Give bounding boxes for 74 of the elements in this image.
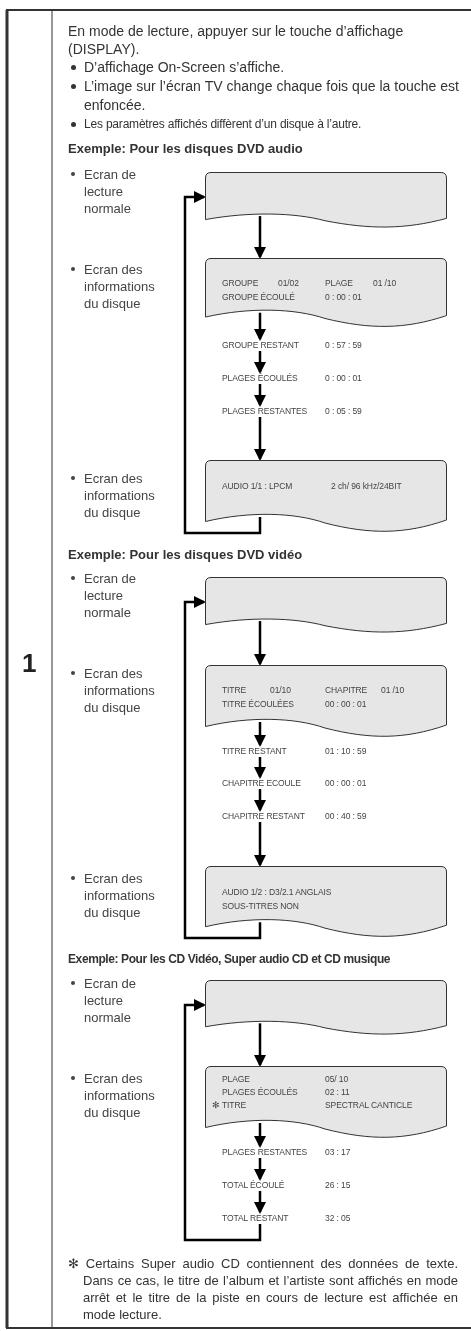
status-label: PLAGES RESTANTES: [222, 1147, 308, 1157]
screen-text: ✻ TITRE: [212, 1100, 247, 1110]
screen-caption: Ecran des informations du disque: [84, 1070, 156, 1121]
arrow: [254, 1191, 266, 1214]
status-label: TOTAL ÉCOULÉ: [222, 1180, 285, 1190]
time-value: 0 : 00 : 01: [325, 373, 362, 383]
step-number: 1: [22, 648, 37, 679]
screen-text: 01/10: [270, 685, 291, 695]
screen-text: GROUPE ÉCOULÉ: [222, 292, 295, 302]
screen-text: 01 /10: [373, 278, 397, 288]
screen-text: GROUPE: [222, 278, 259, 288]
screen-text: 01/02: [278, 278, 299, 288]
screen-caption: Ecran de lecture normale: [84, 166, 138, 217]
screen-text: 05/ 10: [325, 1074, 349, 1084]
status-label: TITRE RESTANT: [222, 746, 287, 756]
arrow: [254, 789, 266, 812]
section-heading: Exemple: Pour les disques DVD audio: [68, 141, 303, 156]
arrow: [183, 191, 262, 535]
arrow: [254, 384, 266, 407]
screen-caption: Ecran des informations du disque: [84, 665, 156, 716]
screen-text: PLAGE: [325, 278, 353, 288]
arrow: [183, 596, 262, 940]
status-label: TOTAL RESTANT: [222, 1213, 289, 1223]
screen-text: AUDIO 1/2 : D3/2.1 ANGLAIS: [222, 887, 332, 897]
screen-text: CHAPITRE: [325, 685, 368, 695]
screen-text: AUDIO 1/1 : LPCM: [222, 481, 293, 491]
arrow: [254, 1158, 266, 1181]
screen-text: 01 /10: [381, 685, 405, 695]
instruction-text: En mode de lecture, appuyer sur le touche d’affichage (DISPLAY).: [68, 22, 405, 58]
screen-caption: Ecran de lecture normale: [84, 975, 138, 1026]
arrow: [254, 351, 266, 374]
screen-caption: Ecran des informations du disque: [84, 261, 156, 312]
screen-caption: Ecran des informations du disque: [84, 470, 156, 521]
screen-text: 00 : 00 : 01: [325, 699, 367, 709]
screen-text: 0 : 00 : 01: [325, 292, 362, 302]
section-heading: Exemple: Pour les CD Vidéo, Super audio CD et CD musique: [68, 952, 391, 966]
arrow: [254, 722, 266, 747]
time-value: 26 : 15: [325, 1180, 351, 1190]
screen-text: 02 : 11: [325, 1087, 350, 1097]
status-label: CHAPITRE RESTANT: [222, 811, 305, 821]
arrow: [254, 216, 266, 259]
arrow: [254, 1023, 266, 1067]
time-value: 0 : 57 : 59: [325, 340, 362, 350]
section-heading: Exemple: Pour les disques DVD vidéo: [68, 547, 303, 562]
time-value: 00 : 40 : 59: [325, 811, 367, 821]
screen-caption: Ecran de lecture normale: [84, 570, 138, 621]
screen-text: 2 ch/ 96 kHz/24BIT: [331, 481, 402, 491]
time-value: 01 : 10 : 59: [325, 746, 367, 756]
bullet-text: L’image sur l’écran TV change chaque fois que la touche est enfoncée.: [84, 77, 459, 115]
arrow: [254, 621, 266, 666]
time-value: 00 : 00 : 01: [325, 778, 367, 788]
arrow: [254, 417, 266, 461]
arrow: [254, 757, 266, 779]
arrow: [254, 312, 266, 341]
bullet-text: D’affichage On-Screen s’affiche.: [84, 58, 286, 77]
arrow: [183, 999, 262, 1242]
status-label: CHAPITRE ECOULE: [222, 778, 301, 788]
screen-text: PLAGE: [222, 1074, 250, 1084]
screen-text: SPECTRAL CANTICLE: [325, 1100, 413, 1110]
screen-text: PLAGES ÉCOULÉS: [222, 1087, 298, 1097]
time-value: 32 : 05: [325, 1213, 351, 1223]
time-value: 03 : 17: [325, 1147, 351, 1157]
status-label: GROUPE RESTANT: [222, 340, 299, 350]
screen-text: SOUS-TITRES NON: [222, 901, 299, 911]
arrow: [254, 1123, 266, 1148]
screen-text: TITRE: [222, 685, 247, 695]
bullet-text: Les paramètres affichés diffèrent d’un disque à l’autre.: [84, 116, 363, 133]
screen-text: TITRE ÉCOULÉES: [222, 699, 294, 709]
time-value: 0 : 05 : 59: [325, 406, 362, 416]
status-label: PLAGES ÉCOULÉS: [222, 373, 298, 383]
footnote-text: ✻ Certains Super audio CD contiennent des données de texte. Dans ce cas, le titre de l’album et l’artiste sont affichés en mode arrêt et le titre de la piste en cours de lecture est affichée en mode lecture.: [68, 1255, 458, 1323]
arrow: [254, 822, 266, 867]
status-label: PLAGES RESTANTES: [222, 406, 308, 416]
screen-caption: Ecran des informations du disque: [84, 870, 156, 921]
